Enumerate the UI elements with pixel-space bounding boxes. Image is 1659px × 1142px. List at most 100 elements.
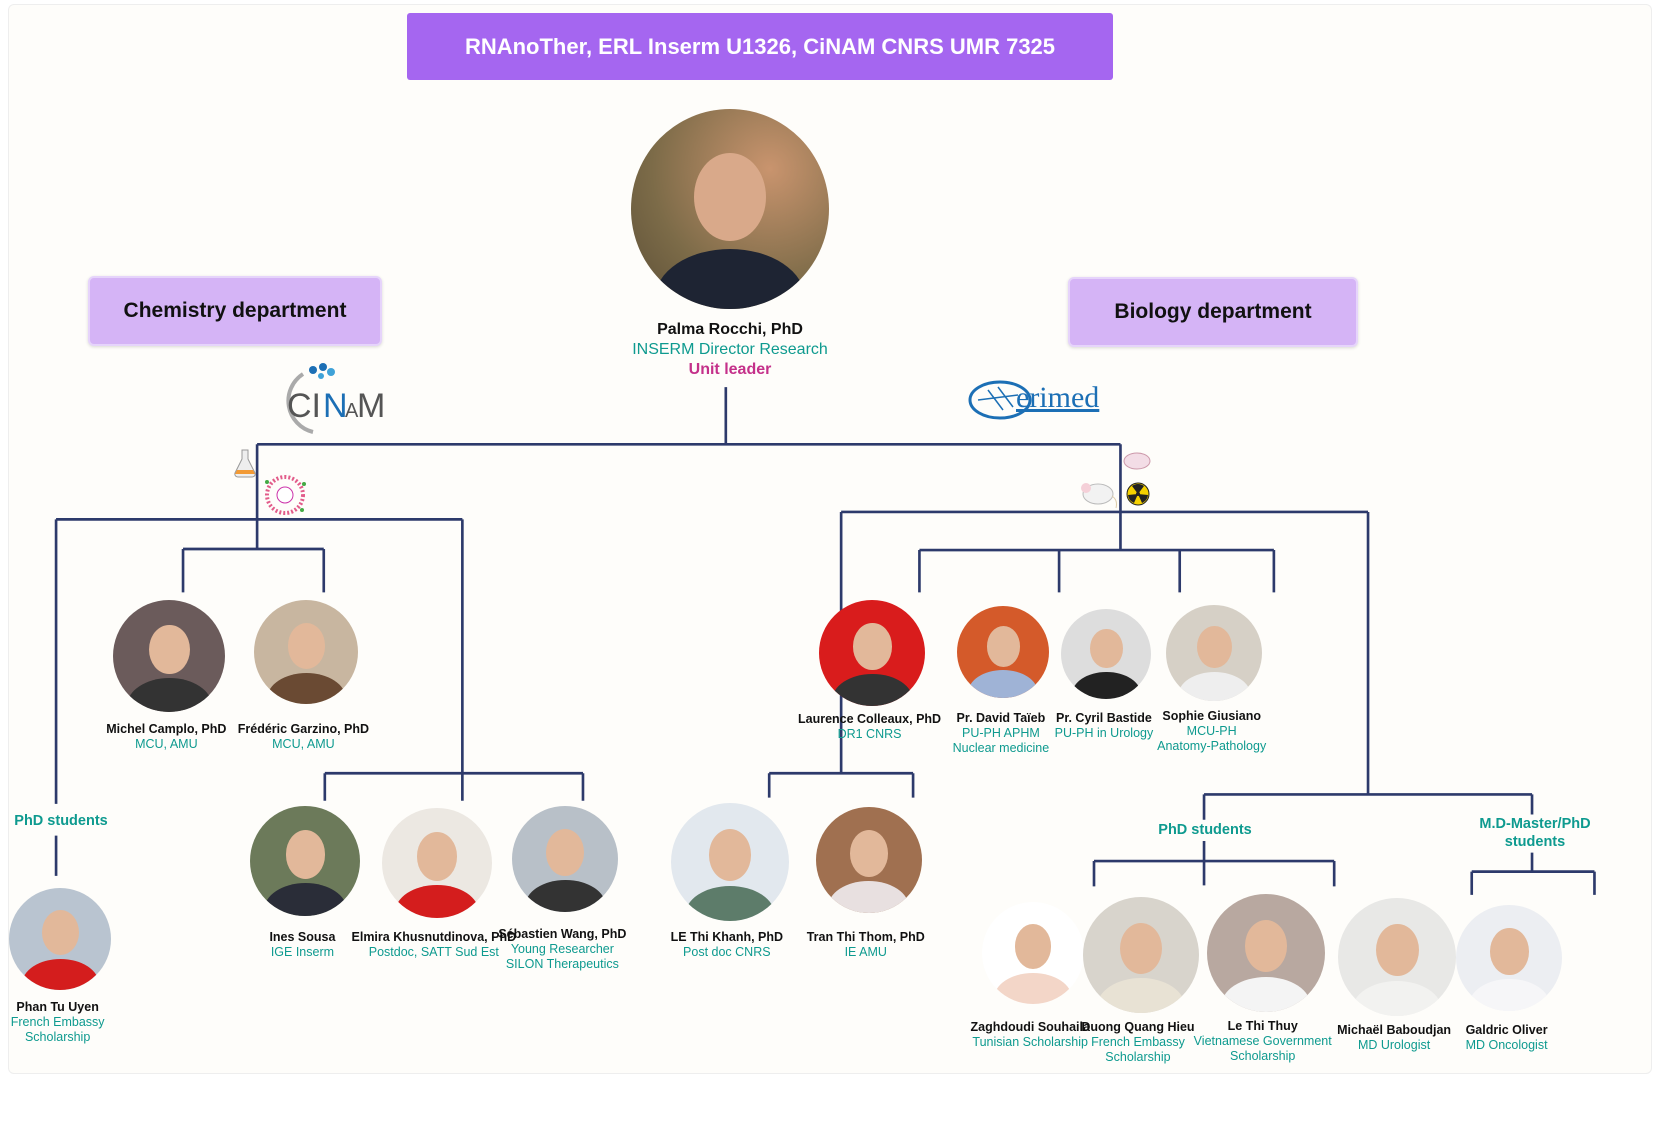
person-name: Michel Camplo, PhD <box>106 722 227 736</box>
clothing <box>126 678 212 712</box>
face <box>1197 626 1232 669</box>
leader-title: Unit leader <box>688 361 772 378</box>
person-role: SILON Therapeutics <box>505 957 619 971</box>
clothing <box>994 973 1072 1004</box>
clothing <box>1072 672 1141 699</box>
person-photo <box>1083 897 1200 1013</box>
person-name: Phan Tu Uyen <box>16 1000 99 1014</box>
face <box>1376 923 1419 976</box>
person-role: Scholarship <box>24 1030 91 1044</box>
clothing <box>524 880 606 912</box>
face <box>417 832 457 881</box>
person-role: MCU-PH <box>1186 724 1237 738</box>
erimed-logo: erimed <box>968 375 1103 430</box>
person-photo <box>113 600 226 712</box>
person-name: Sébastien Wang, PhD <box>498 927 627 941</box>
leader-card: Palma Rocchi, PhD INSERM Director Resear… <box>632 320 828 380</box>
person-role: Anatomy-Pathology <box>1157 739 1267 753</box>
clothing <box>266 672 346 704</box>
person-role: MCU, AMU <box>135 737 198 751</box>
person-name: Pr. Cyril Bastide <box>1055 711 1152 725</box>
person-role: IGE Inserm <box>270 945 335 959</box>
person-role: Vietnamese Government <box>1193 1034 1332 1048</box>
person-photo <box>671 803 790 921</box>
leader-photo <box>631 109 829 309</box>
person-role: IE AMU <box>844 945 887 959</box>
clothing <box>685 885 775 921</box>
face <box>149 624 190 674</box>
person-role: DR1 CNRS <box>837 727 902 741</box>
person-name: LE Thi Khanh, PhD <box>670 930 784 944</box>
person-photo <box>250 806 361 916</box>
person-photo <box>1061 609 1152 699</box>
clothing <box>968 670 1039 698</box>
face <box>42 910 79 956</box>
cells-icon <box>1122 451 1152 476</box>
svg-text:N: N <box>323 387 348 425</box>
face <box>287 622 325 669</box>
person-role: MD Oncologist <box>1465 1038 1548 1052</box>
clothing <box>828 881 909 913</box>
face <box>1120 922 1162 974</box>
svg-text:erimed: erimed <box>1016 381 1099 414</box>
mouse-icon <box>1076 476 1120 515</box>
face <box>853 623 892 670</box>
person-photo <box>512 806 619 912</box>
face <box>1090 628 1123 669</box>
person-name: Tran Thi Thom, PhD <box>806 930 925 944</box>
nanoparticle-icon <box>262 472 308 523</box>
person-name: Sophie Giusiano <box>1162 709 1261 723</box>
svg-text:A: A <box>345 400 359 422</box>
person-role: MCU, AMU <box>272 737 335 751</box>
right-phd-students-label: PhD students <box>1158 822 1252 838</box>
clothing <box>1097 978 1186 1013</box>
clothing <box>1177 672 1251 701</box>
biology-department-label: Biology department <box>1068 277 1358 347</box>
face <box>1490 928 1529 975</box>
person-name: Frédéric Garzino, PhD <box>237 722 370 736</box>
person-photo <box>1166 605 1263 701</box>
person-photo <box>819 600 926 706</box>
clothing <box>395 885 479 918</box>
md-master-students-label: M.D-Master/PhD students <box>1479 816 1591 850</box>
person-photo <box>957 606 1050 698</box>
person-role: Scholarship <box>1230 1049 1296 1063</box>
person-role: Young Researcher <box>510 942 614 956</box>
person-photo <box>1338 898 1457 1016</box>
person-name: Michaël Baboudjan <box>1337 1023 1452 1037</box>
clothing <box>1352 980 1443 1016</box>
person-role: PU-PH APHM <box>962 726 1040 740</box>
leader-role: INSERM Director Research <box>632 341 828 358</box>
left-phd-students-label: PhD students <box>14 813 108 829</box>
clothing <box>263 883 348 916</box>
flask-icon <box>233 448 257 483</box>
chemistry-department-label: Chemistry department <box>88 276 382 346</box>
person-photo <box>982 902 1084 1004</box>
person-role: Scholarship <box>1105 1050 1171 1064</box>
person-name: Duong Quang Hieu <box>1081 1020 1195 1034</box>
person-photo <box>381 808 492 918</box>
person-name: Elmira Khusnutdinova, PhD <box>351 930 517 944</box>
face <box>708 828 752 881</box>
face <box>1014 924 1052 970</box>
person-role: French Embassy <box>1091 1035 1185 1049</box>
person-name: Zaghdoudi Souhaila <box>970 1020 1090 1034</box>
